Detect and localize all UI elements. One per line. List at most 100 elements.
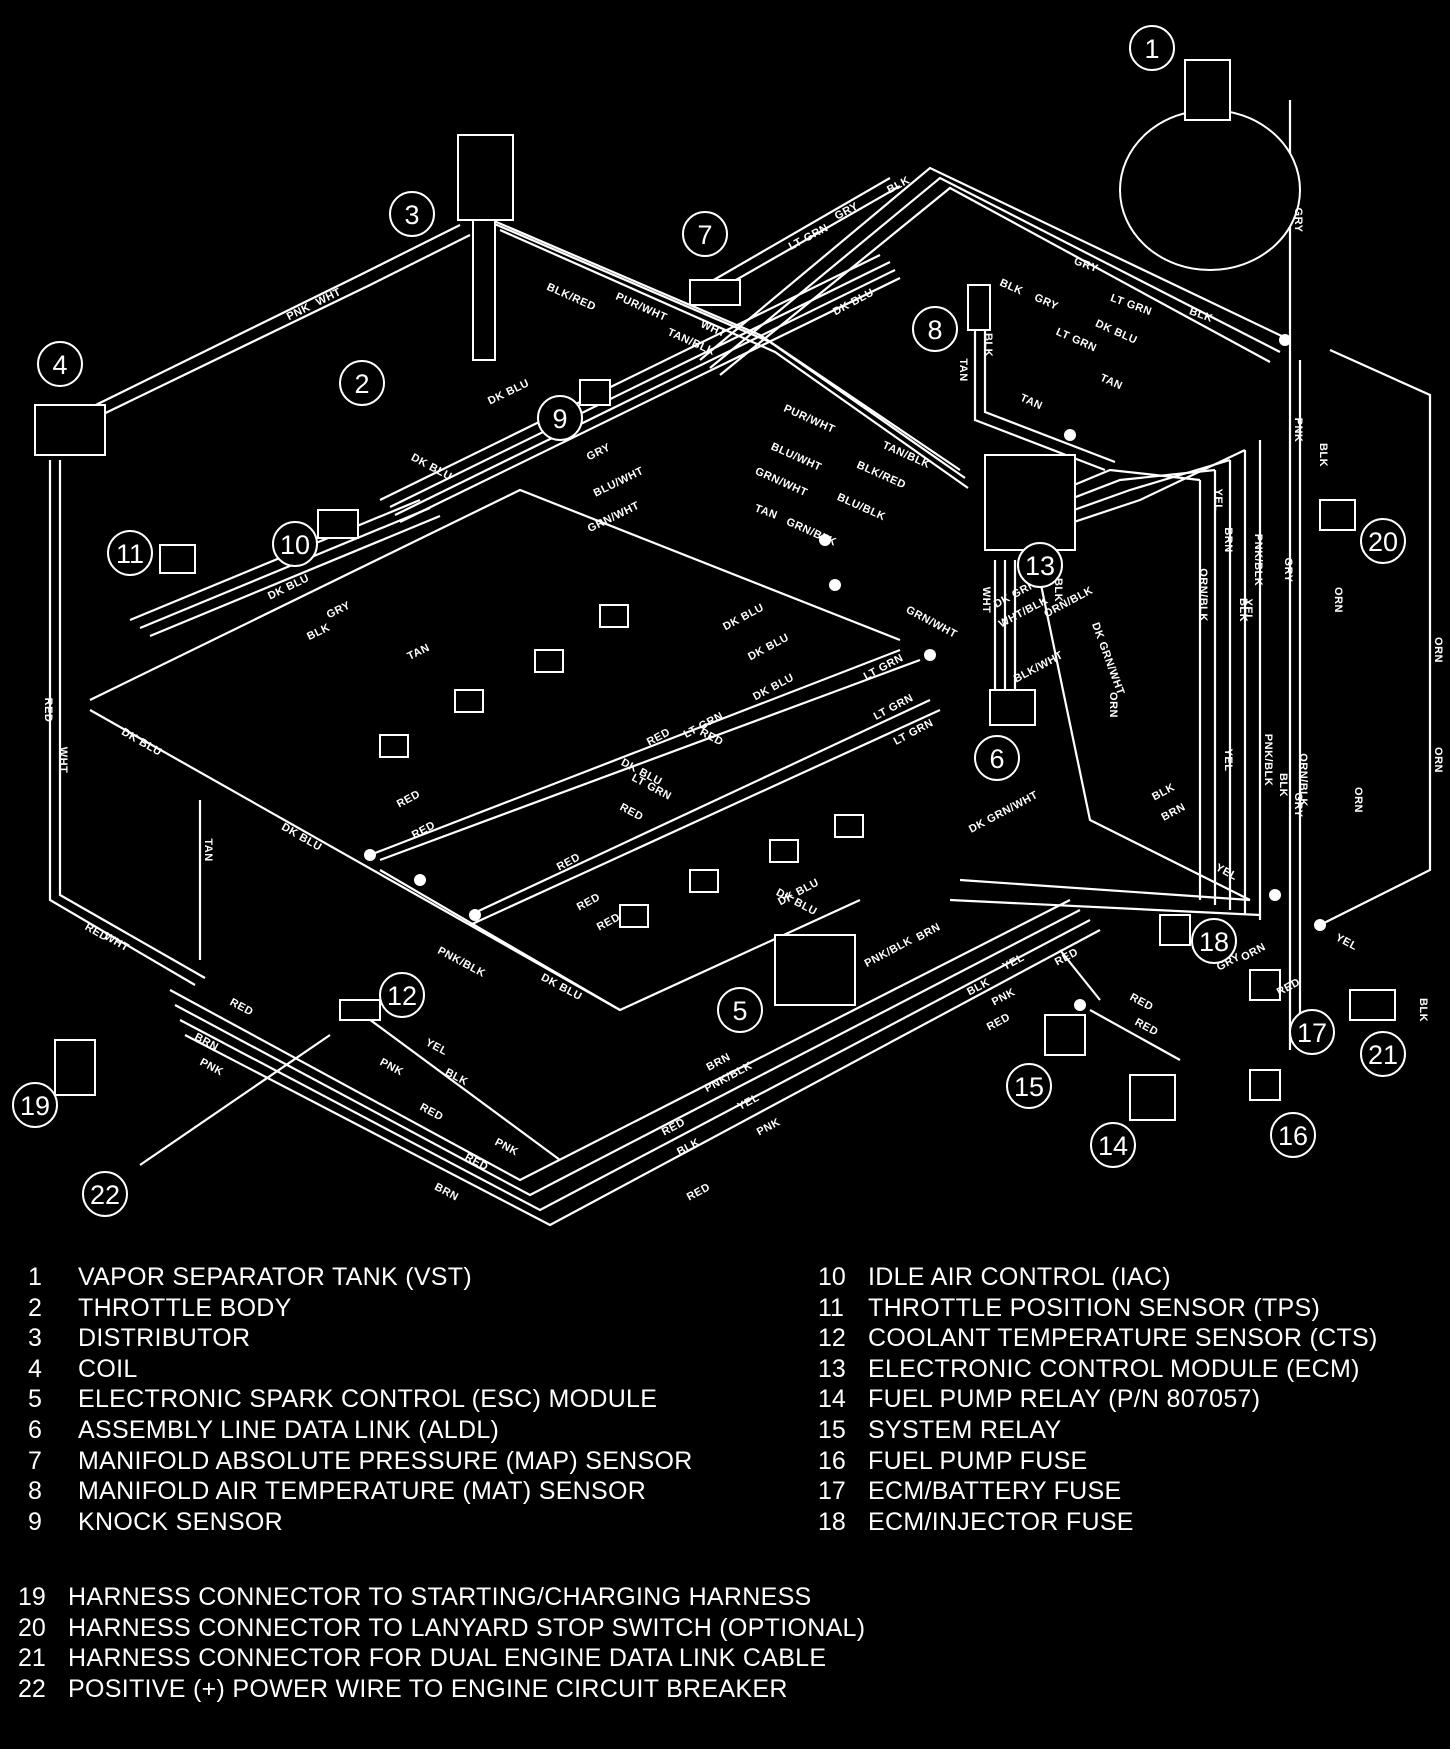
callout-1: 1 bbox=[1129, 25, 1175, 71]
svg-text:6: 6 bbox=[989, 744, 1004, 774]
wire-label: WHT bbox=[57, 747, 69, 774]
wire-label: BLU/WHT bbox=[592, 465, 646, 500]
legend-number: 9 bbox=[28, 1507, 42, 1536]
wire-label: GRY bbox=[325, 599, 353, 621]
wire-label: GRN/BLK bbox=[784, 516, 838, 549]
wire-label: YEL bbox=[1242, 599, 1254, 622]
legend-number: 10 bbox=[818, 1263, 846, 1291]
legend-number: 16 bbox=[818, 1446, 846, 1475]
svg-text:16: 16 bbox=[1278, 1121, 1308, 1151]
ecm-battery-fuse bbox=[1249, 969, 1281, 1001]
callout-3: 3 bbox=[389, 191, 435, 237]
wire-label: RED bbox=[1128, 991, 1155, 1013]
wire-label: LT GRN bbox=[787, 222, 831, 253]
legend-number: 21 bbox=[18, 1644, 46, 1673]
svg-text:18: 18 bbox=[1199, 927, 1229, 957]
callout-4: 4 bbox=[37, 341, 83, 387]
svg-text:3: 3 bbox=[404, 200, 419, 230]
callout-6: 6 bbox=[974, 735, 1020, 781]
legend-number: 7 bbox=[28, 1446, 42, 1475]
ecm-injector-fuse bbox=[1159, 914, 1191, 946]
wire-label: RED bbox=[410, 819, 437, 841]
wire-label: ORN/BLK bbox=[1197, 568, 1209, 622]
svg-text:5: 5 bbox=[732, 996, 747, 1026]
wire-label: ORN bbox=[1432, 637, 1444, 663]
splice-node bbox=[1064, 429, 1076, 441]
splice-node bbox=[364, 849, 376, 861]
splice-node bbox=[414, 874, 426, 886]
svg-text:1: 1 bbox=[1144, 34, 1159, 64]
wire-label: BLK bbox=[982, 333, 994, 357]
wire-label: BLK bbox=[1188, 305, 1215, 325]
wire-label: DK BLU bbox=[721, 602, 766, 634]
fuel-injector bbox=[534, 649, 564, 673]
legend-description: COOLANT TEMPERATURE SENSOR (CTS) bbox=[868, 1324, 1378, 1353]
wire-label: TAN bbox=[406, 642, 432, 663]
svg-text:8: 8 bbox=[927, 315, 942, 345]
callout-13: 13 bbox=[1017, 542, 1063, 588]
legend-description: VAPOR SEPARATOR TANK (VST) bbox=[78, 1263, 472, 1291]
legend-description: ELECTRONIC CONTROL MODULE (ECM) bbox=[868, 1354, 1360, 1383]
wire-label: PNK bbox=[378, 1056, 405, 1078]
idle-air-control bbox=[317, 509, 359, 539]
wire bbox=[1038, 579, 1251, 901]
splice-node bbox=[1074, 999, 1086, 1011]
legend-number: 8 bbox=[28, 1477, 42, 1506]
svg-text:10: 10 bbox=[280, 530, 310, 560]
callout-16: 16 bbox=[1270, 1112, 1316, 1158]
wire-label: BRN bbox=[1160, 801, 1188, 823]
svg-text:19: 19 bbox=[20, 1091, 50, 1121]
wire-label: BRN bbox=[1222, 527, 1234, 552]
splice-node bbox=[1314, 919, 1326, 931]
wire-label: BLK bbox=[675, 1136, 702, 1158]
svg-text:9: 9 bbox=[552, 404, 567, 434]
legend-description: HARNESS CONNECTOR FOR DUAL ENGINE DATA L… bbox=[68, 1644, 827, 1673]
callout-21: 21 bbox=[1360, 1031, 1406, 1077]
wire-label: GRY bbox=[833, 200, 861, 222]
wire-label: BLK bbox=[443, 1066, 470, 1088]
wire bbox=[1319, 348, 1432, 926]
wire-label: ORN/BLK bbox=[1297, 753, 1309, 807]
wire-label: GRY bbox=[1282, 558, 1294, 583]
vapor-separator-tank bbox=[1119, 109, 1301, 271]
callout-19: 19 bbox=[12, 1082, 58, 1128]
wire-label: RED bbox=[228, 996, 255, 1018]
fuel-injector bbox=[834, 814, 864, 838]
legend-number: 14 bbox=[818, 1385, 846, 1414]
wire bbox=[399, 277, 901, 523]
wire bbox=[89, 488, 901, 701]
splice-node bbox=[1279, 334, 1291, 346]
legend-number: 12 bbox=[818, 1324, 846, 1353]
splice-node bbox=[924, 649, 936, 661]
wire bbox=[369, 648, 901, 857]
wire-label: BLK bbox=[1052, 578, 1064, 602]
wire-label: PNK/BLK bbox=[435, 945, 487, 980]
wire-label: RED bbox=[618, 801, 645, 823]
legend-number: 19 bbox=[18, 1583, 46, 1611]
wire bbox=[89, 709, 621, 1011]
svg-text:17: 17 bbox=[1297, 1018, 1327, 1048]
svg-text:22: 22 bbox=[90, 1180, 120, 1210]
wire-label: BLK bbox=[1417, 998, 1429, 1022]
splice-node bbox=[469, 909, 481, 921]
legend-description: HARNESS CONNECTOR TO STARTING/CHARGING H… bbox=[68, 1583, 812, 1611]
wire-label: DK BLU bbox=[746, 632, 791, 664]
callout-10: 10 bbox=[272, 521, 318, 567]
wire-label: ORN bbox=[1239, 941, 1268, 964]
legend-number: 3 bbox=[28, 1324, 42, 1353]
wire-label: PNK/BLK bbox=[1262, 734, 1274, 786]
legend-number: 4 bbox=[28, 1354, 42, 1383]
legend-description: FUEL PUMP RELAY (P/N 807057) bbox=[868, 1385, 1261, 1414]
legend-number: 5 bbox=[28, 1385, 42, 1414]
knock-sensor bbox=[579, 379, 611, 406]
legend-number: 20 bbox=[18, 1613, 46, 1642]
svg-text:12: 12 bbox=[387, 981, 417, 1011]
map-sensor bbox=[689, 279, 741, 306]
wire-label: PNK bbox=[493, 1136, 520, 1158]
wire bbox=[394, 269, 896, 516]
wire-label: TAN bbox=[753, 503, 779, 522]
callout-22: 22 bbox=[82, 1171, 128, 1217]
harness-connector-19 bbox=[54, 1039, 96, 1096]
wire bbox=[58, 460, 206, 979]
